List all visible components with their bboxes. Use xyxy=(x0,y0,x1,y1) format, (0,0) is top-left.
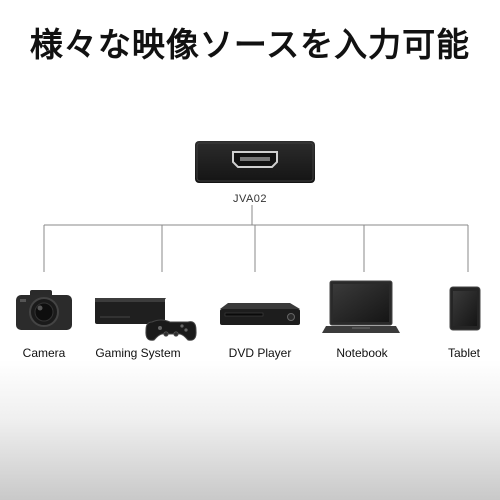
camera-icon xyxy=(16,290,72,330)
camera-label: Camera xyxy=(22,346,66,360)
dvd-player-label: DVD Player xyxy=(228,346,292,360)
connector-lines xyxy=(43,205,469,272)
device-name-label: JVA02 xyxy=(232,193,268,205)
game-console-icon xyxy=(95,298,197,341)
tablet-icon xyxy=(449,286,481,331)
notebook-label: Notebook xyxy=(336,346,388,360)
laptop-icon xyxy=(322,280,400,333)
gaming-system-label: Gaming System xyxy=(95,346,181,360)
converter-device-icon xyxy=(195,141,315,183)
tablet-label: Tablet xyxy=(447,346,481,360)
headline: 様々な映像ソースを入力可能 xyxy=(29,25,471,64)
dvd-player-icon xyxy=(220,303,300,325)
